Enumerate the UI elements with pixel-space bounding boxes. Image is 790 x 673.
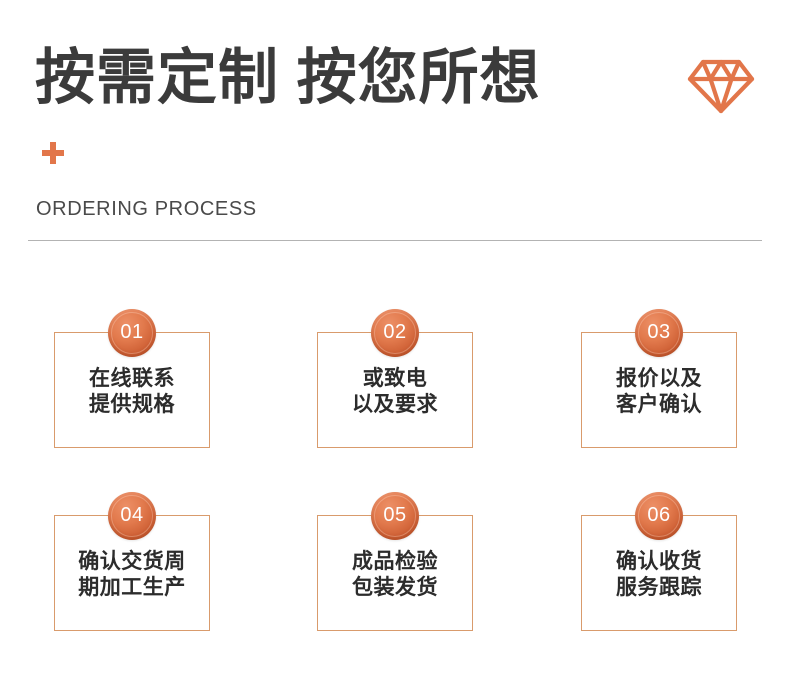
step-number-badge: 02: [371, 309, 419, 357]
step-text-line-2: 包装发货: [352, 576, 438, 600]
process-step-card[interactable]: 06 确认收货 服务跟踪: [581, 492, 737, 631]
step-number-badge: 03: [635, 309, 683, 357]
step-number-label: 01: [120, 321, 144, 343]
step-number-badge: 05: [371, 492, 419, 540]
step-badge-rim: [111, 312, 153, 354]
process-step-card[interactable]: 01 在线联系 提供规格: [54, 309, 210, 448]
step-number-badge: 04: [108, 492, 156, 540]
step-text-line-1: 确认交货周: [78, 550, 186, 574]
process-step-card[interactable]: 05 成品检验 包装发货: [317, 492, 473, 631]
step-number-label: 05: [383, 504, 407, 526]
step-number-label: 06: [647, 504, 671, 526]
step-text: 或致电 以及要求: [318, 366, 472, 418]
step-number-label: 03: [647, 321, 671, 343]
step-number-label: 02: [383, 321, 407, 343]
step-number-badge: 01: [108, 309, 156, 357]
process-step-card[interactable]: 02 或致电 以及要求: [317, 309, 473, 448]
process-step-card[interactable]: 03 报价以及 客户确认: [581, 309, 737, 448]
step-text-line-1: 成品检验: [352, 550, 438, 574]
step-text-line-1: 确认收货: [616, 550, 702, 574]
step-badge-rim: [638, 495, 680, 537]
step-text-line-2: 客户确认: [616, 393, 702, 417]
step-text: 报价以及 客户确认: [582, 366, 736, 418]
page-subtitle: ORDERING PROCESS: [36, 198, 257, 220]
step-text-line-2: 期加工生产: [78, 576, 186, 600]
step-text-line-1: 或致电: [362, 367, 428, 391]
step-number-badge: 06: [635, 492, 683, 540]
step-text: 确认收货 服务跟踪: [582, 549, 736, 601]
process-step-card[interactable]: 04 确认交货周 期加工生产: [54, 492, 210, 631]
diamond-icon: [687, 56, 755, 116]
step-text-line-1: 在线联系: [89, 367, 175, 391]
header-divider: [28, 240, 762, 241]
step-text-line-1: 报价以及: [616, 367, 702, 391]
page-header: 按需定制 按您所想 ORDERING PROCESS: [0, 0, 790, 250]
step-text-line-2: 服务跟踪: [616, 576, 702, 600]
step-text-line-2: 以及要求: [352, 393, 438, 417]
step-badge-rim: [111, 495, 153, 537]
step-number-label: 04: [120, 504, 144, 526]
step-badge-rim: [638, 312, 680, 354]
step-text: 确认交货周 期加工生产: [55, 549, 209, 601]
page-title: 按需定制 按您所想: [35, 44, 541, 111]
step-text: 在线联系 提供规格: [55, 366, 209, 418]
step-badge-rim: [374, 495, 416, 537]
step-text: 成品检验 包装发货: [318, 549, 472, 601]
step-badge-rim: [374, 312, 416, 354]
plus-icon-vertical-bar: [50, 142, 56, 164]
step-text-line-2: 提供规格: [89, 393, 175, 417]
plus-icon: [42, 142, 64, 164]
